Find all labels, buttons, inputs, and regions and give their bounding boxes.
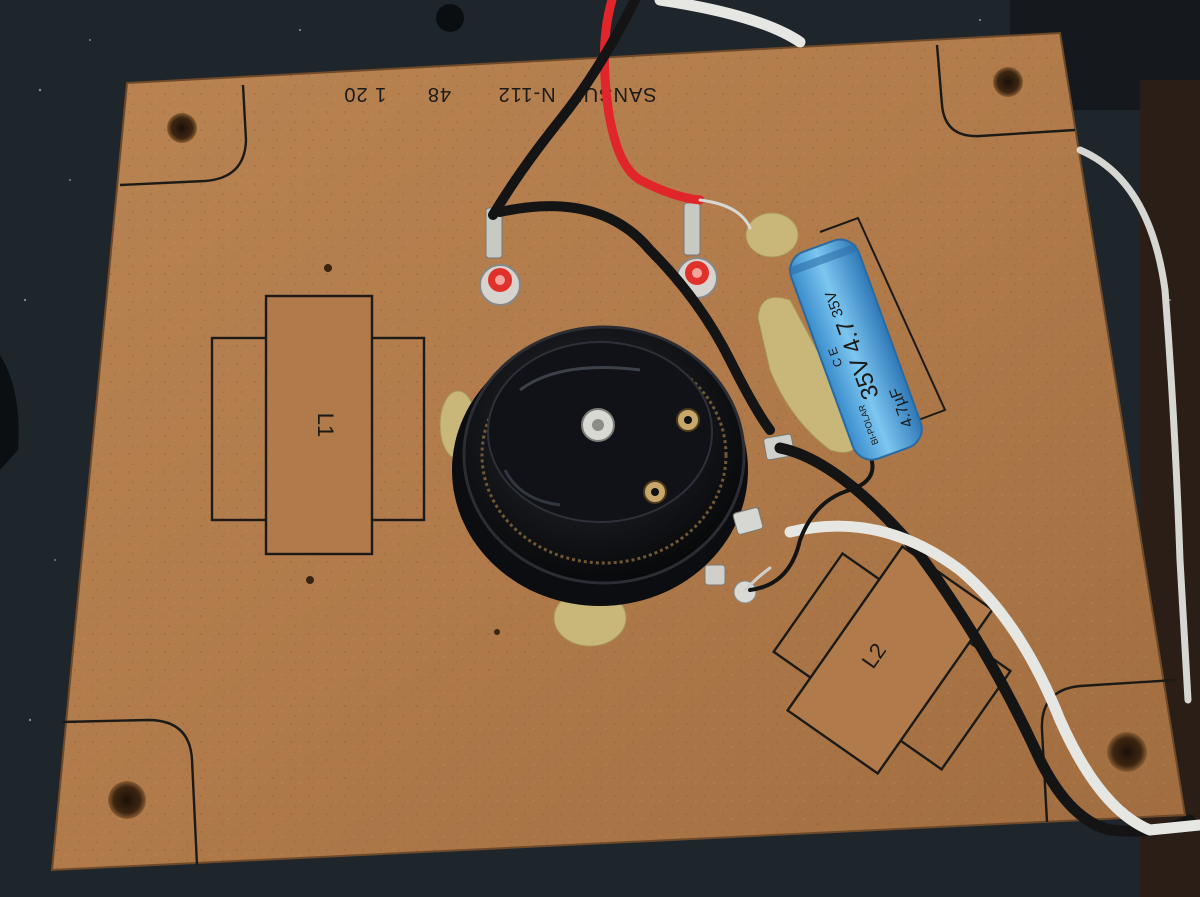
mounting-hole bbox=[167, 113, 197, 143]
capacitor: 35V 35V 4.7 C E 4.7µF BI-POLAR bbox=[787, 238, 923, 461]
corner-mark-top-left bbox=[119, 84, 248, 187]
wire-black-loop bbox=[495, 201, 775, 435]
board-header-print: SANSUI N-112 48 1 20 bbox=[343, 83, 656, 105]
mounting-hole bbox=[993, 67, 1023, 97]
tweeter bbox=[452, 325, 748, 606]
adhesive-blob bbox=[745, 212, 799, 258]
board-code-b: 1 20 bbox=[343, 83, 386, 105]
mounting-holes bbox=[108, 67, 1147, 819]
board-code-a: 48 bbox=[427, 83, 451, 105]
board-model: N-112 bbox=[498, 83, 556, 105]
terminal-left bbox=[479, 207, 521, 306]
mounting-hole bbox=[108, 781, 146, 819]
solder-lug bbox=[704, 564, 726, 586]
wire-lead bbox=[698, 198, 752, 230]
wire-white-output bbox=[784, 520, 1200, 836]
wire-white-top bbox=[654, 0, 806, 48]
wire-jumper bbox=[748, 453, 875, 592]
wire-black-top bbox=[488, 0, 640, 220]
dust-specks bbox=[23, 18, 1171, 722]
inductor-l1-label: L1 bbox=[313, 413, 338, 437]
capacitor-footprint bbox=[819, 216, 947, 426]
corner-mark-top-right bbox=[935, 44, 1076, 138]
solder-lug bbox=[732, 507, 764, 535]
inductor-l2-footprint bbox=[771, 544, 1013, 776]
wire-red bbox=[599, 0, 705, 205]
wires bbox=[488, 0, 1200, 837]
dark-object-left bbox=[0, 355, 19, 470]
wire-white-side bbox=[1076, 146, 1192, 704]
board-brand: SANSUI bbox=[576, 83, 656, 105]
corner-mark-bottom-left bbox=[61, 718, 199, 866]
capacitor-marks: C E bbox=[825, 345, 845, 369]
svg-text:SANSUI N-112 48: SANSUI N-112 48 1 20 bbox=[343, 83, 656, 105]
inductor-l1-footprint bbox=[210, 294, 426, 556]
capacitor-body bbox=[789, 238, 923, 461]
wire-black-output bbox=[774, 442, 1196, 837]
mounting-hole bbox=[1107, 732, 1147, 772]
bench-hole bbox=[436, 4, 464, 32]
adhesive-blob bbox=[757, 296, 861, 453]
